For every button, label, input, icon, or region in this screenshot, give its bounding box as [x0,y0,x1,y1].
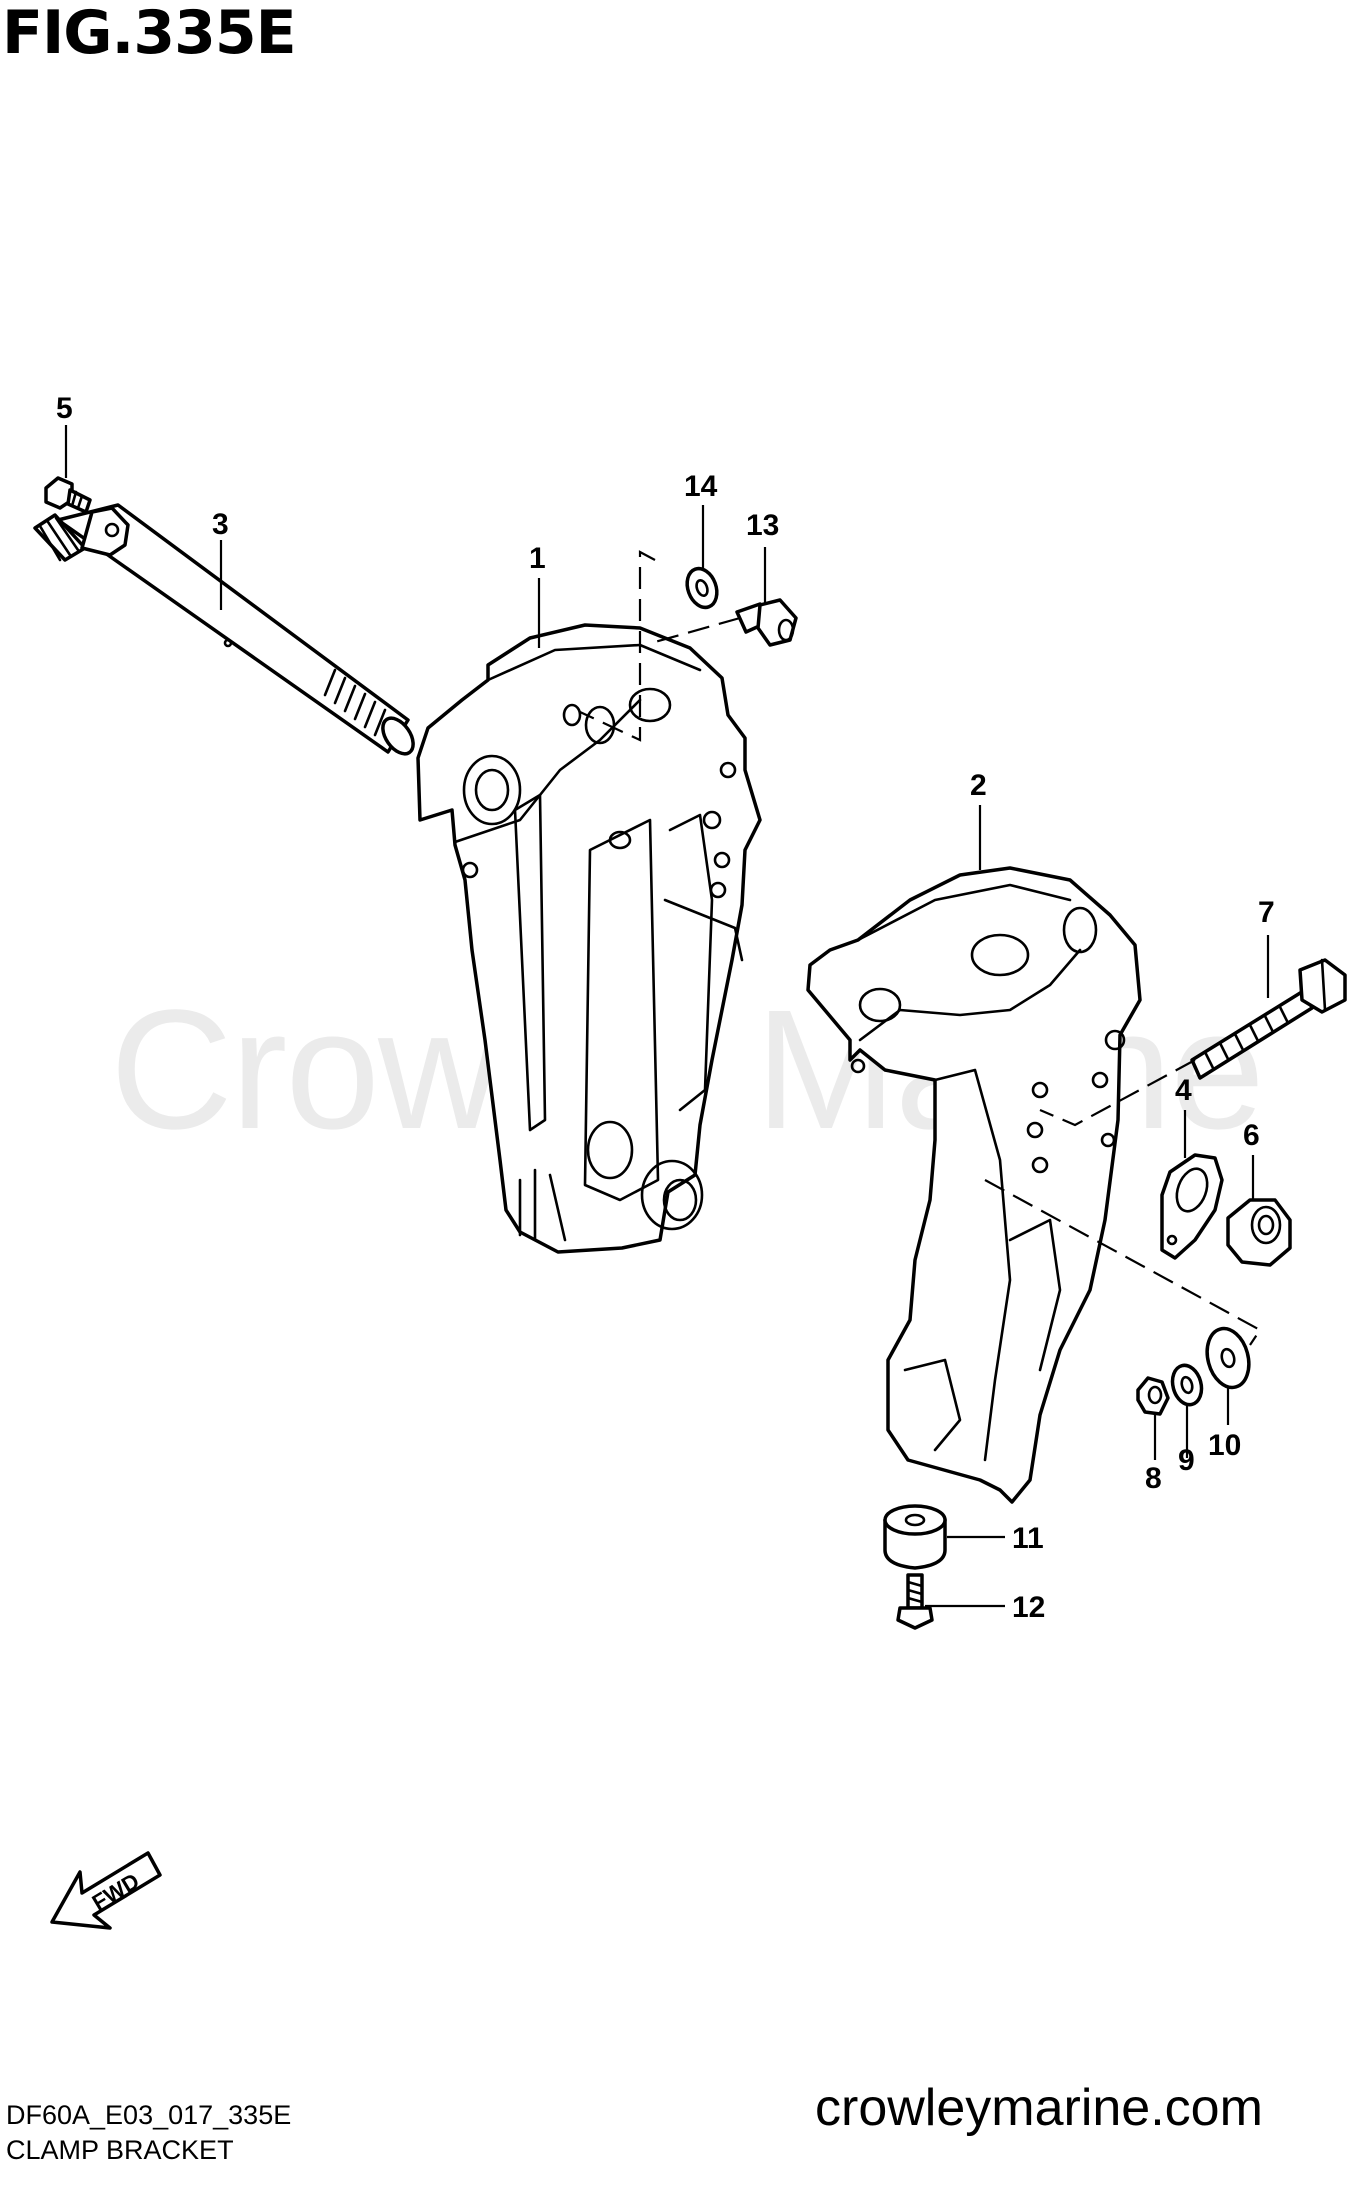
diagram-caption: CLAMP BRACKET [6,2135,234,2165]
callout-5: 5 [56,392,73,425]
callout-6: 6 [1243,1119,1260,1152]
part-11-stopper[interactable] [883,1504,947,1570]
callout-13: 13 [746,509,779,542]
callout-4: 4 [1175,1074,1192,1107]
callout-14: 14 [684,470,718,503]
part-2-clamp-bracket[interactable] [806,866,1142,1504]
diagram-code: DF60A_E03_017_335E [6,2100,292,2130]
part-6-nut[interactable] [1226,1198,1292,1267]
callout-9: 9 [1178,1444,1195,1477]
fwd-arrow-icon: FWD [50,1851,162,1930]
callout-numbers: 5 3 1 14 13 2 7 4 6 8 9 10 11 12 [56,392,1275,1624]
callout-3: 3 [212,508,229,541]
part-10-washer[interactable] [1201,1324,1255,1392]
part-7-bolt[interactable] [1190,958,1347,1080]
part-8-nut[interactable] [1136,1376,1170,1416]
callout-2: 2 [970,769,987,802]
callout-11: 11 [1012,1522,1044,1555]
figure-title: FIG.335E [2,0,297,68]
assembly-dashed-lines [579,550,1262,1346]
part-5-bolt[interactable] [44,476,92,514]
part-4-washer-plate[interactable] [1160,1153,1224,1260]
website-url: crowleymarine.com [815,2079,1263,2137]
part-14-washer[interactable] [682,564,722,611]
part-9-washer[interactable] [1168,1362,1205,1408]
callout-10: 10 [1208,1429,1241,1462]
callout-8: 8 [1145,1462,1162,1495]
part-13-bolt[interactable] [735,598,798,647]
callout-12: 12 [1012,1591,1045,1624]
part-3-tilt-shaft[interactable] [33,503,419,759]
part-1-clamp-bracket[interactable] [416,623,762,1254]
callout-1: 1 [529,542,546,575]
callout-7: 7 [1258,896,1275,929]
leader-lines [64,425,1270,1608]
part-12-bolt[interactable] [896,1573,934,1630]
